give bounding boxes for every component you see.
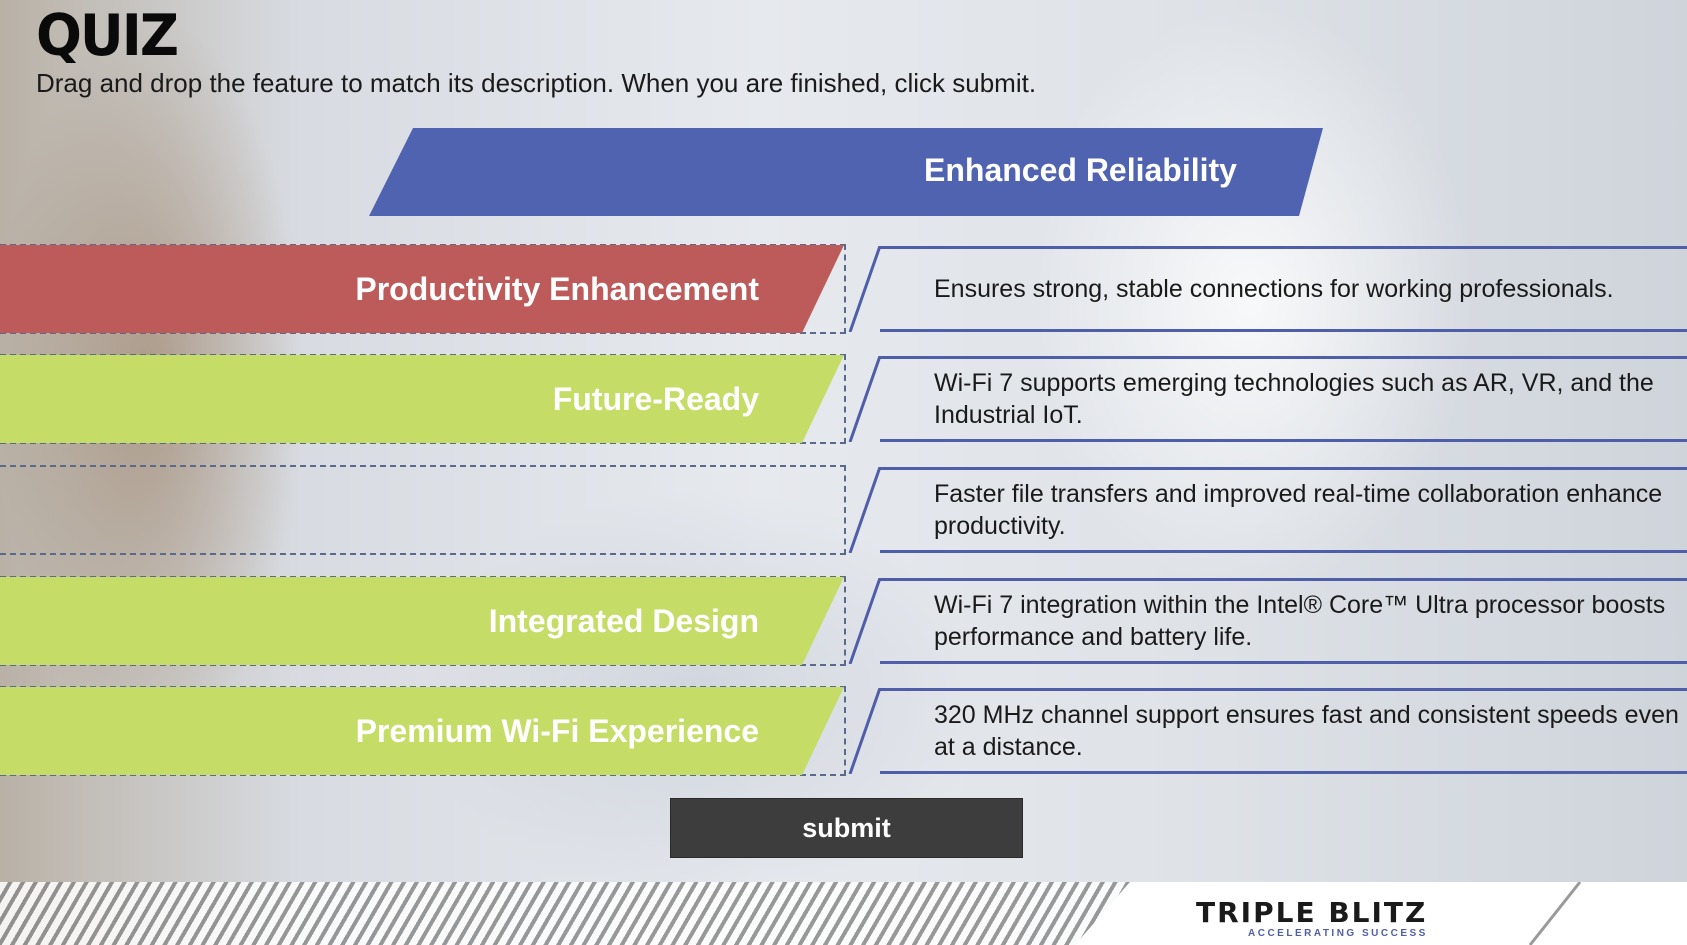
feature-tile-future-ready[interactable] xyxy=(0,355,844,443)
quiz-instructions: Drag and drop the feature to match its d… xyxy=(36,68,1037,98)
description-divider xyxy=(848,467,882,553)
answer-label: Enhanced Reliability xyxy=(924,152,1237,188)
footer-logo-panel xyxy=(1075,882,1687,945)
description-divider xyxy=(848,356,882,442)
description-box xyxy=(880,356,1687,442)
drop-slot-3-empty[interactable] xyxy=(0,465,846,555)
triple-blitz-logo: TRIPLE BLITZ xyxy=(1196,896,1428,929)
quiz-title: QUIZ xyxy=(36,2,179,69)
feature-tile-integrated-design[interactable] xyxy=(0,577,844,665)
footer-accent-slash xyxy=(1528,882,1582,945)
description-text: 320 MHz channel support ensures fast and… xyxy=(934,701,1679,761)
footer-stripes xyxy=(0,882,1130,945)
feature-label: Future-Ready xyxy=(552,381,759,417)
description-box xyxy=(880,246,1687,332)
feature-label: Productivity Enhancement xyxy=(355,271,759,307)
description-text: Faster file transfers and improved real-… xyxy=(934,480,1663,540)
logo-tagline: ACCELERATING SUCCESS xyxy=(1248,928,1428,939)
feature-label: Integrated Design xyxy=(488,603,759,639)
description-text: Wi-Fi 7 supports emerging technologies s… xyxy=(934,369,1654,429)
description-divider xyxy=(848,688,882,774)
description-box xyxy=(880,688,1687,774)
feature-tile-premium-wifi-experience[interactable] xyxy=(0,687,844,775)
description-divider xyxy=(848,246,882,332)
description-box xyxy=(880,467,1687,553)
description-text: Wi-Fi 7 integration within the Intel® Co… xyxy=(934,591,1666,651)
feature-tile-productivity-enhancement[interactable] xyxy=(0,245,844,333)
description-divider xyxy=(848,578,882,664)
draggable-answer-enhanced-reliability[interactable] xyxy=(369,128,1323,216)
feature-label: Premium Wi-Fi Experience xyxy=(355,713,759,749)
submit-button[interactable]: submit xyxy=(670,798,1023,858)
description-box xyxy=(880,578,1687,664)
description-text: Ensures strong, stable connections for w… xyxy=(934,275,1614,303)
